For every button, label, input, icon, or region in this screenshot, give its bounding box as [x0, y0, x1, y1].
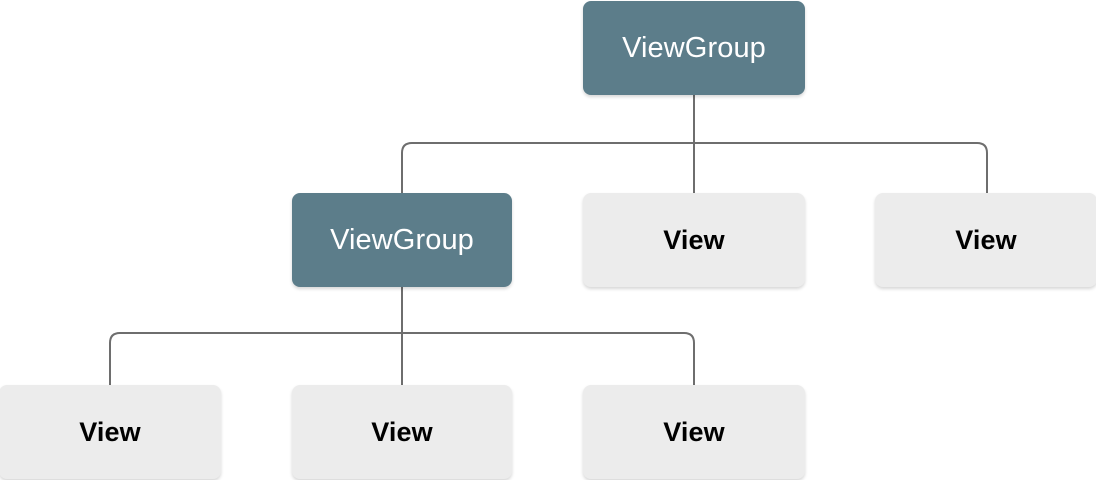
- node-viewgroup-child[interactable]: ViewGroup: [292, 193, 512, 287]
- node-label: View: [371, 416, 433, 447]
- node-label: View: [663, 224, 725, 255]
- edge-bus1-to-viewgroup2: [401, 142, 413, 193]
- node-label: ViewGroup: [330, 223, 474, 256]
- node-label: View: [955, 224, 1017, 255]
- node-view-level1-middle[interactable]: View: [583, 193, 805, 287]
- edge-bus2-to-view-3c: [683, 332, 695, 385]
- node-viewgroup-root[interactable]: ViewGroup: [583, 1, 805, 95]
- edge-bus2-to-view-3a: [109, 332, 121, 385]
- node-view-level2-right[interactable]: View: [583, 385, 805, 479]
- node-label: View: [79, 416, 141, 447]
- node-label: View: [663, 416, 725, 447]
- node-view-level2-middle[interactable]: View: [292, 385, 512, 479]
- node-view-level1-right[interactable]: View: [875, 193, 1096, 287]
- node-label: ViewGroup: [622, 31, 766, 64]
- edge-bus1-to-view-2b: [976, 142, 988, 193]
- node-view-level2-left[interactable]: View: [0, 385, 221, 479]
